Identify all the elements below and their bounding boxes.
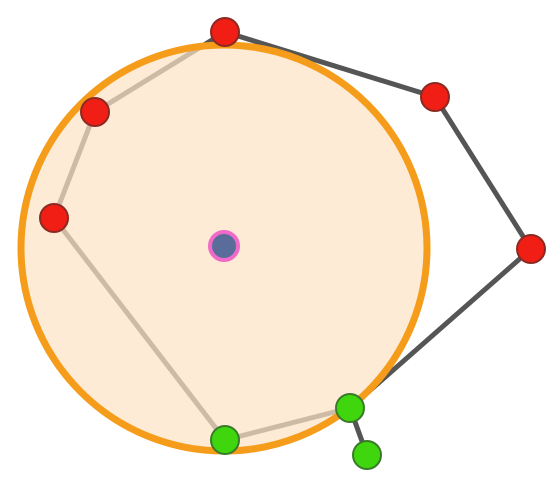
vertex-green[interactable] [352, 440, 382, 470]
vertex-red[interactable] [420, 82, 450, 112]
vertex-red[interactable] [210, 17, 240, 47]
vertex-red[interactable] [80, 97, 110, 127]
vertex-red[interactable] [516, 234, 546, 264]
vertex-green[interactable] [335, 393, 365, 423]
vertex-green[interactable] [210, 425, 240, 455]
vertex-red[interactable] [39, 203, 69, 233]
circle-center-point[interactable] [208, 230, 240, 262]
